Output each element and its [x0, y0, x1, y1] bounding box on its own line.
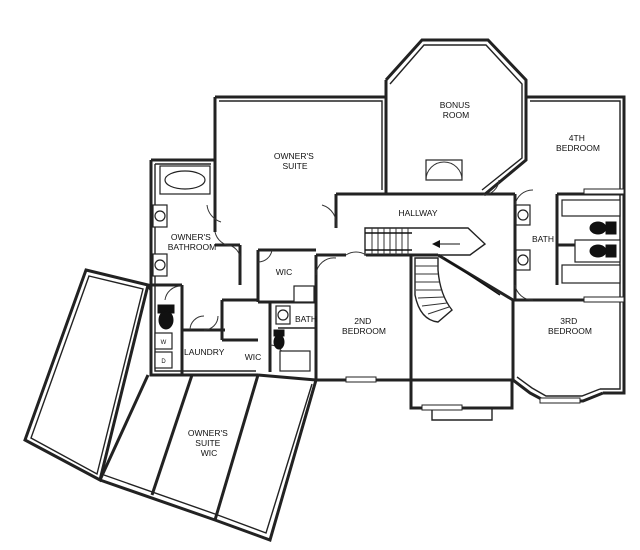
fourth-bedroom-label: 4TH BEDROOM — [556, 133, 600, 153]
toilet-owner-bath — [157, 304, 175, 330]
doors — [164, 159, 534, 359]
bath-right-label: BATH — [532, 234, 554, 244]
exterior-walls — [23, 38, 626, 542]
owners-suite-label: OWNER'S SUITE — [274, 151, 316, 171]
staircase — [364, 227, 501, 323]
dryer-label: D — [161, 359, 166, 365]
room-labels: BONUS ROOM 4TH BEDROOM OWNER'S SUITE HAL… — [168, 100, 600, 458]
center-bath-fixtures — [273, 285, 315, 372]
bonus-room-label: BONUS ROOM — [440, 100, 473, 120]
wic-lower-label: WIC — [245, 352, 262, 362]
owners-bathroom-label: OWNER'S BATHROOM — [168, 232, 216, 252]
wic-upper-label: WIC — [276, 267, 293, 277]
dryer: D — [154, 351, 173, 369]
washer: W — [154, 332, 173, 350]
inner-wall-lines — [30, 44, 621, 534]
second-bedroom-label: 2ND BEDROOM — [342, 316, 386, 336]
sinks-owner-bath — [152, 204, 168, 277]
windows — [345, 188, 625, 411]
hallway-label: HALLWAY — [398, 208, 437, 218]
owners-suite-wic-label: OWNER'S SUITE WIC — [188, 428, 230, 458]
bath-center-label: BATH — [295, 314, 317, 324]
right-bath-fixtures — [515, 199, 621, 284]
laundry-label: LAUNDRY — [184, 347, 225, 357]
bathtub-owner — [159, 165, 211, 195]
washer-label: W — [161, 340, 167, 346]
third-bedroom-label: 3RD BEDROOM — [548, 316, 592, 336]
